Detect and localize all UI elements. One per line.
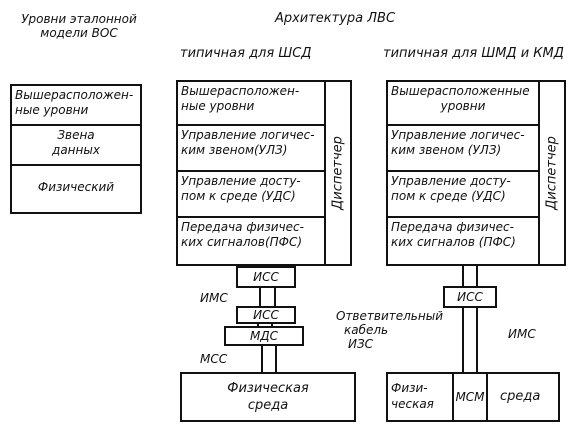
shmd-mac-layer: Управление досту- пом к среде (УДС)	[388, 172, 538, 218]
shsd-stack: Вышерасположен- ные уровни Управление ло…	[176, 80, 352, 266]
shmd-phy-layer: Передача физичес- ких сигналов (ПФС)	[388, 218, 538, 264]
osi-link-line2: данных	[52, 143, 100, 157]
shsd-mss-label: МСС	[200, 352, 228, 366]
osi-link-line1: Звена	[57, 128, 95, 142]
shmd-ims-label: ИМС	[508, 327, 536, 341]
shmd-cable-line2: кабель	[344, 323, 389, 337]
shmd-heading: типичная для ШМД и КМД	[383, 46, 564, 61]
shsd-ims-label: ИМС	[200, 291, 228, 305]
shmd-dispatcher-column: Диспетчер	[538, 82, 564, 264]
shsd-upper-line2: ные уровни	[181, 99, 255, 113]
shsd-phy-line1: Передача физичес-	[181, 220, 304, 234]
shsd-mac-layer: Управление досту- пом к среде (УДС)	[178, 172, 324, 218]
shmd-mac-line1: Управление досту-	[391, 174, 511, 188]
shsd-llc-layer: Управление логичес- ким звеном(УЛЗ)	[178, 126, 324, 172]
osi-title-line1: Уровни эталонной	[21, 12, 137, 26]
shmd-llc-line1: Управление логичес-	[391, 128, 525, 142]
osi-physical-layer: Физический	[37, 180, 115, 194]
shsd-iss-top: ИСС	[236, 266, 296, 288]
shmd-dispatcher-label: Диспетчер	[544, 136, 560, 210]
shsd-phy-layer: Передача физичес- ких сигналов(ПФС)	[178, 218, 324, 264]
shsd-upper-line1: Вышерасположен-	[181, 84, 300, 98]
shsd-dispatcher-column: Диспетчер	[324, 82, 350, 264]
shsd-mac-line2: пом к среде (УДС)	[181, 189, 296, 203]
shmd-llc-line2: ким звеном (УЛЗ)	[391, 143, 502, 157]
shmd-iss-box: ИСС	[443, 286, 497, 308]
osi-upper-line2: ные уровни	[15, 103, 89, 117]
shsd-iss-bottom: ИСС	[236, 306, 296, 324]
shmd-llc-layer: Управление логичес- ким звеном (УЛЗ)	[388, 126, 538, 172]
shmd-phy-line1: Передача физичес-	[391, 220, 514, 234]
shsd-upper-layers: Вышерасположен- ные уровни	[178, 82, 324, 126]
shmd-msm-cell: МСМ	[452, 374, 488, 420]
shsd-phy-line2: ких сигналов(ПФС)	[181, 235, 303, 249]
shsd-dispatcher-label: Диспетчер	[330, 136, 346, 210]
osi-data-link-layer: Звена данных	[12, 126, 140, 166]
shmd-medium-box: Физи- ческая МСМ среда	[386, 372, 560, 422]
shmd-stack: Вышерасположенные уровни Управление логи…	[386, 80, 566, 266]
shmd-upper-line2: уровни	[440, 99, 486, 113]
shmd-upper-line1: Вышерасположенные	[391, 84, 530, 98]
shsd-heading: типичная для ШСД	[180, 46, 312, 61]
osi-upper-line1: Вышерасположен-	[15, 88, 134, 102]
shsd-mds-box: МДС	[224, 326, 304, 346]
shsd-mac-line1: Управление досту-	[181, 174, 301, 188]
osi-stack: Вышерасположен- ные уровни Звена данных …	[10, 84, 142, 214]
osi-upper-layers: Вышерасположен- ные уровни	[12, 86, 140, 126]
shsd-medium-line2: среда	[247, 398, 289, 413]
osi-title: Уровни эталонной модели ВОС	[4, 12, 154, 40]
shsd-medium-line1: Физическая	[227, 381, 309, 396]
shmd-msm-label: МСМ	[455, 390, 485, 404]
osi-title-line2: модели ВОС	[40, 26, 118, 40]
shmd-cable-line1: Ответвительный	[336, 309, 443, 323]
shsd-llc-line2: ким звеном(УЛЗ)	[181, 143, 288, 157]
shmd-phys-line1: Физи-	[391, 381, 428, 395]
lan-architecture-title: Архитектура ЛВС	[274, 11, 396, 26]
shsd-physical-medium: Физическая среда	[180, 372, 356, 422]
shmd-mac-line2: пом к среде (УДС)	[391, 189, 506, 203]
shmd-cable-label: Ответвительный кабель ИЗС	[336, 309, 443, 351]
shsd-llc-line1: Управление логичес-	[181, 128, 315, 142]
shmd-phys-line2: ческая	[391, 397, 434, 411]
shmd-physical-cell: Физи- ческая	[391, 380, 434, 412]
shmd-phy-line2: ких сигналов (ПФС)	[391, 235, 516, 249]
shmd-upper-layers: Вышерасположенные уровни	[388, 82, 538, 126]
shmd-cable-line3: ИЗС	[348, 337, 374, 351]
shmd-medium-label: среда	[500, 389, 541, 404]
